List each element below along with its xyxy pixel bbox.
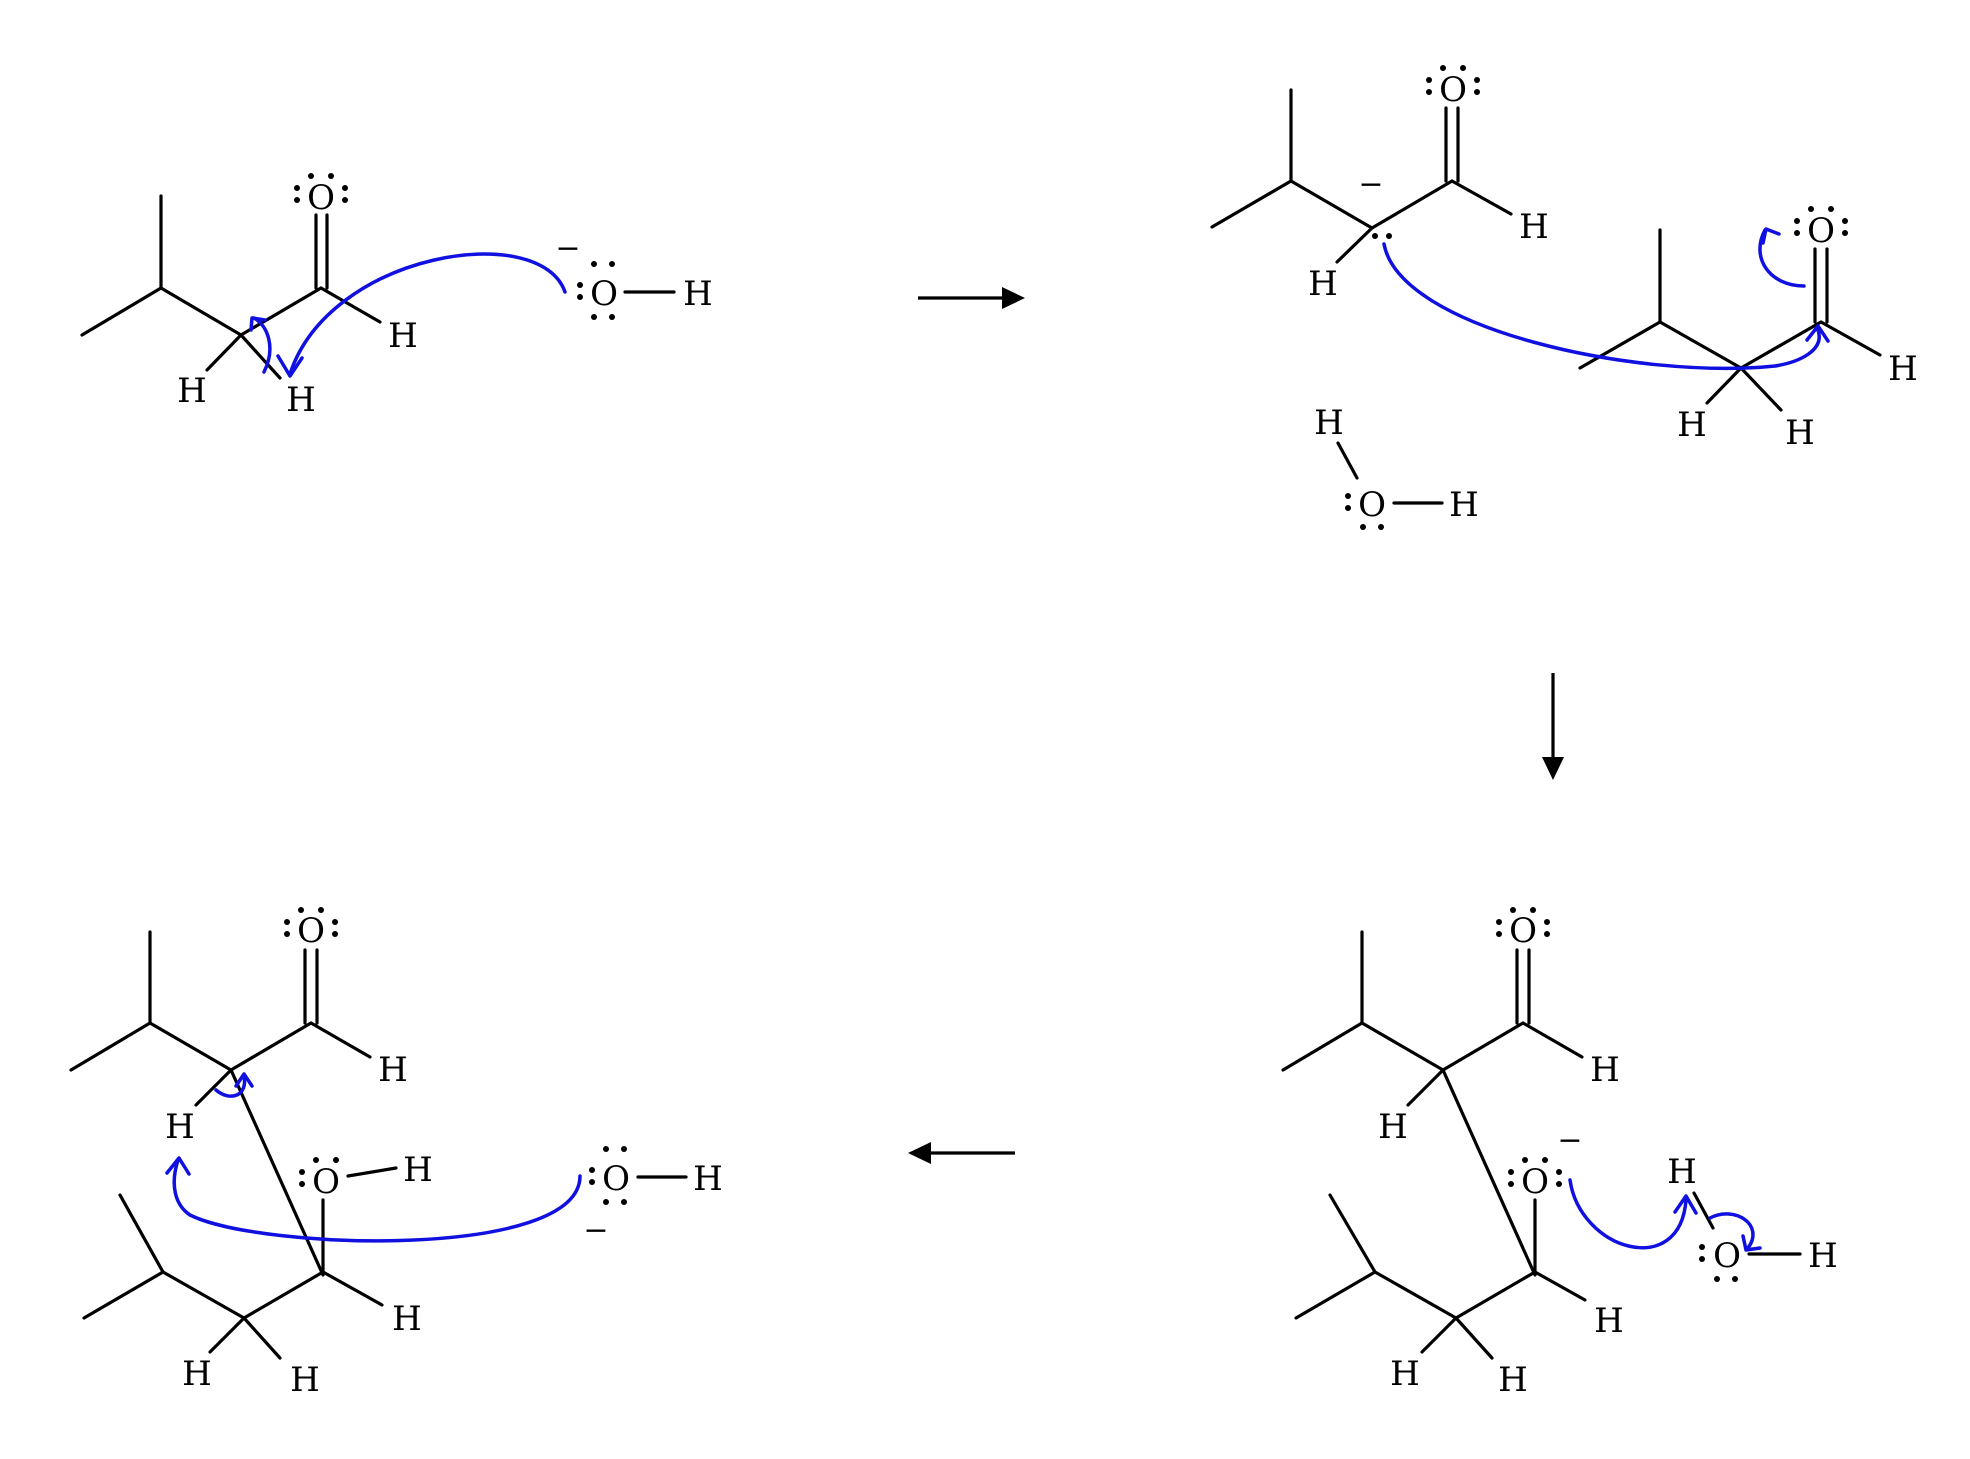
product-skeleton <box>69 930 384 1360</box>
lone-pair-dots <box>299 1157 339 1187</box>
alpha-hydrogen: H <box>177 371 207 411</box>
aldehyde-skeleton <box>80 194 382 380</box>
enolate-skeleton <box>1210 88 1513 264</box>
water-oxygen: O <box>1358 485 1386 525</box>
water-molecule: H O H <box>1667 1152 1838 1282</box>
methylene-hydrogen: H <box>182 1354 212 1394</box>
carbonyl-oxygen: O <box>1807 211 1835 251</box>
alkoxide-oxygen: O <box>1521 1162 1549 1202</box>
aldehyde-hydrogen: H <box>1888 349 1918 389</box>
methylene-hydrogen: H <box>290 1360 320 1400</box>
alpha-hydrogen: H <box>286 380 316 420</box>
negative-charge: − <box>583 1213 608 1248</box>
water-molecule: H O H <box>1314 403 1479 530</box>
hydroxyl-hydrogen: H <box>403 1150 433 1190</box>
reaction-arrow-left <box>908 1142 1015 1164</box>
aldehyde-hydrogen: H <box>378 1050 408 1090</box>
carbonyl-oxygen: O <box>1509 911 1537 951</box>
hydroxide-hydrogen: H <box>693 1159 723 1199</box>
lone-pair-dots <box>1794 206 1848 236</box>
carbanion-charge: − <box>1358 167 1383 202</box>
hydroxide-ion: O H − <box>555 231 713 320</box>
hydroxide-ion: O H − <box>583 1146 723 1248</box>
hydroxide-oxygen: O <box>590 274 618 314</box>
alpha-hydrogen: H <box>1308 264 1338 304</box>
water-oxygen: O <box>1713 1236 1741 1276</box>
lone-pair-dots <box>284 907 338 937</box>
water-hydrogen: H <box>1314 403 1344 443</box>
water-hydrogen: H <box>1808 1236 1838 1276</box>
panel-step-3: O H H O − H H H H O H <box>1281 907 1838 1400</box>
carbonyl-oxygen: O <box>307 178 335 218</box>
panel-step-4: O H H O H H H H O H − <box>69 907 723 1400</box>
methylene-hydrogen: H <box>1390 1354 1420 1394</box>
aldehyde-hydrogen: H <box>1519 207 1549 247</box>
carbonyl-oxygen: O <box>297 911 325 951</box>
lone-pair-dots <box>294 173 348 203</box>
methylene-hydrogen: H <box>1498 1360 1528 1400</box>
water-hydrogen: H <box>1667 1152 1697 1192</box>
panel-step-1: O H H H O H − <box>80 173 713 420</box>
electron-flow-arrows <box>249 252 567 378</box>
alpha-hydrogen: H <box>1677 405 1707 445</box>
lone-pair-dots <box>1508 1157 1562 1187</box>
carbinol-hydrogen: H <box>392 1299 422 1339</box>
adduct-skeleton <box>1281 930 1587 1360</box>
alpha-hydrogen: H <box>165 1107 195 1147</box>
alpha-hydrogen: H <box>1785 413 1815 453</box>
water-hydrogen: H <box>1449 485 1479 525</box>
aldehyde-hydrogen: H <box>388 316 418 356</box>
aldehyde-hydrogen: H <box>1590 1050 1620 1090</box>
hydroxide-hydrogen: H <box>683 274 713 314</box>
electron-flow-arrows <box>1568 1178 1762 1252</box>
second-aldehyde-skeleton <box>1578 228 1882 412</box>
carbinol-hydrogen: H <box>1594 1301 1624 1341</box>
electron-flow-arrows <box>1382 227 1830 371</box>
reaction-arrow-down <box>1542 673 1564 780</box>
hydroxide-oxygen: O <box>602 1159 630 1199</box>
lone-pair-dots <box>1372 65 1480 239</box>
hydroxyl-oxygen: O <box>312 1162 340 1202</box>
panel-step-2: O H H − O H H H H <box>1210 65 1918 530</box>
lone-pair-dots <box>1496 907 1550 937</box>
reaction-arrow-right <box>918 287 1025 309</box>
alkoxide-charge: − <box>1557 1123 1582 1158</box>
negative-charge: − <box>555 231 580 266</box>
alpha-hydrogen: H <box>1378 1107 1408 1147</box>
electron-flow-arrows <box>165 1072 582 1243</box>
carbonyl-oxygen: O <box>1439 70 1467 110</box>
